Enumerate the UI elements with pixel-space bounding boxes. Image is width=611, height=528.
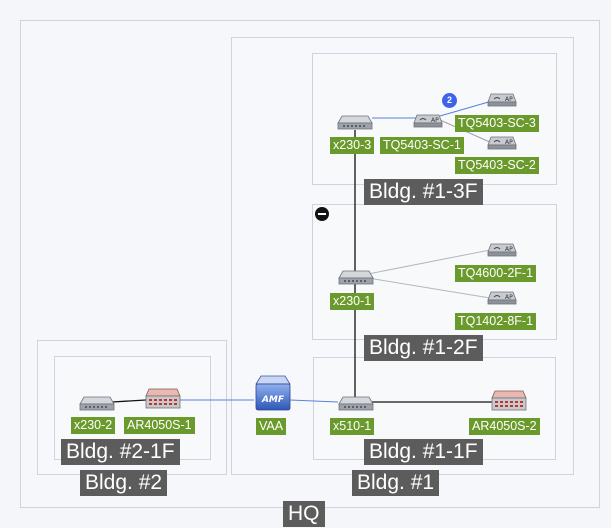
device-label-x230-1[interactable]: x230-1 <box>330 293 375 310</box>
zone-label-bldg1-3f[interactable]: Bldg. #1-3F <box>364 179 483 205</box>
ap-text: AP <box>505 96 513 103</box>
link-x230-1-tq4600 <box>367 249 491 275</box>
ap-text: AP <box>505 139 513 146</box>
access-point-tq5403-sc-3-icon[interactable]: AP <box>487 92 517 108</box>
device-label-ar4050s-2[interactable]: AR4050S-2 <box>469 418 540 435</box>
ap-text: AP <box>431 117 439 124</box>
device-label-x230-3[interactable]: x230-3 <box>330 137 375 154</box>
access-point-tq5403-sc-2-icon[interactable]: AP <box>487 135 517 151</box>
zone-label-bldg1[interactable]: Bldg. #1 <box>352 470 440 496</box>
device-label-tq5403-sc-1[interactable]: TQ5403-SC-1 <box>380 137 464 154</box>
amf-text: AMF <box>261 395 285 405</box>
zone-label-bldg2[interactable]: Bldg. #2 <box>80 470 168 496</box>
collapse-minus-icon[interactable] <box>315 207 329 221</box>
access-point-tq5403-sc-1-icon[interactable]: AP <box>413 113 443 129</box>
zone-label-bldg1-2f[interactable]: Bldg. #1-2F <box>364 335 483 361</box>
ap-text: AP <box>505 294 513 301</box>
access-point-tq4600-2f-1-icon[interactable]: AP <box>487 242 517 258</box>
zone-label-bldg2-1f[interactable]: Bldg. #2-1F <box>61 439 180 465</box>
link-vaa-x510-1 <box>289 399 339 403</box>
device-label-x510-1[interactable]: x510-1 <box>330 418 375 435</box>
device-label-vaa[interactable]: VAA <box>256 418 287 435</box>
ap-text: AP <box>505 246 513 253</box>
switch-x230-3-icon[interactable] <box>337 115 373 131</box>
device-label-tq4600-2f-1[interactable]: TQ4600-2F-1 <box>455 265 537 282</box>
device-label-ar4050s-1[interactable]: AR4050S-1 <box>124 417 195 434</box>
router-ar4050s-2-icon[interactable] <box>491 389 527 413</box>
device-label-x230-2[interactable]: x230-2 <box>71 417 116 434</box>
zone-label-bldg1-1f[interactable]: Bldg. #1-1F <box>364 439 483 465</box>
device-label-tq5403-sc-3[interactable]: TQ5403-SC-3 <box>455 115 539 132</box>
device-label-tq5403-sc-2[interactable]: TQ5403-SC-2 <box>455 157 539 174</box>
link-x230-1-tq1402 <box>367 277 491 299</box>
switch-x230-1-icon[interactable] <box>338 270 374 286</box>
vaa-amf-icon[interactable]: AMF <box>255 375 291 413</box>
device-label-tq1402-8f-1[interactable]: TQ1402-8F-1 <box>455 313 537 330</box>
access-point-tq1402-8f-1-icon[interactable]: AP <box>487 290 517 306</box>
switch-x510-1-icon[interactable] <box>338 396 374 412</box>
zone-label-hq[interactable]: HQ <box>283 501 325 527</box>
link-ap1-ap3 <box>439 100 493 117</box>
ap-count-badge[interactable]: 2 <box>442 93 457 108</box>
switch-x230-2-icon[interactable] <box>79 396 115 412</box>
link-x230-2-ar4050s-1 <box>111 399 147 403</box>
router-ar4050s-1-icon[interactable] <box>145 387 181 411</box>
